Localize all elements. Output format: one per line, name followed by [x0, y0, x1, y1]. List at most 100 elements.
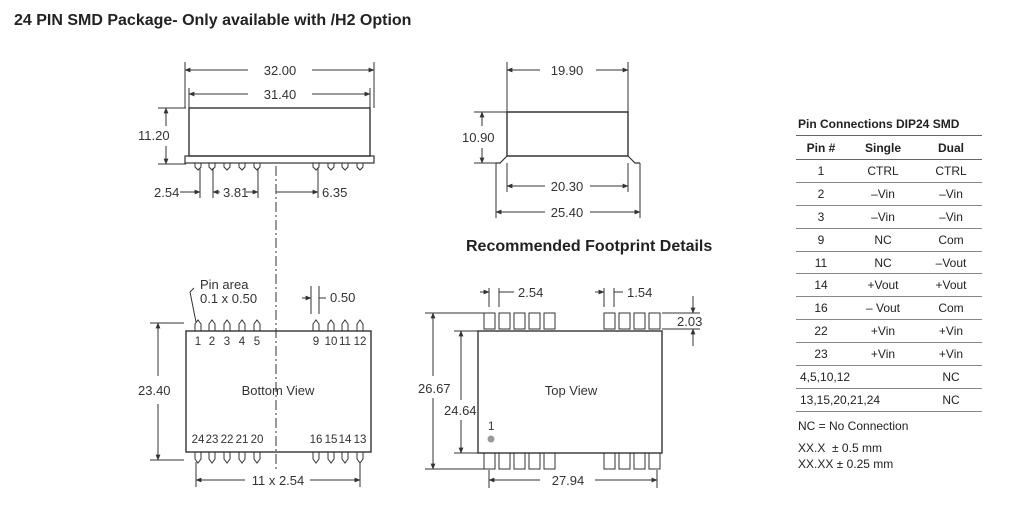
bv-top-pin [312, 319, 320, 331]
pin-table-cell-dual: +Vout [920, 273, 982, 298]
bv-bottom-pin [208, 452, 216, 464]
pin-table-cell-dual: –Vin [920, 182, 982, 206]
fp-bottom-pad [618, 452, 631, 470]
bv-bottom-pin [327, 452, 335, 464]
bv-top-pin-number: 5 [254, 336, 260, 348]
side-dim-mid: 3.81 [223, 185, 248, 200]
bv-bottom-pin-number: 15 [325, 434, 338, 446]
pin-table-cell-single: +Vin [846, 342, 920, 367]
bv-bottom-pin-number: 16 [310, 434, 323, 446]
bv-top-pin [253, 319, 261, 331]
side-dim-height: 11.20 [138, 128, 170, 143]
footprint-view [425, 288, 700, 488]
side-dim-pitch: 2.54 [154, 185, 179, 200]
pin-table-header-single: Single [846, 136, 920, 160]
bv-top-pin-number: 4 [239, 336, 246, 348]
pin-table-cell-pin: 13,15,20,21,24 [796, 388, 920, 412]
bv-bottom-pin-number: 24 [192, 434, 205, 446]
bottom-view [150, 286, 372, 487]
pin-table-cell-single: NC [846, 228, 920, 252]
bv-top-pin-number: 2 [209, 336, 215, 348]
side-pin [223, 163, 231, 171]
pin-table-cell-dual: Com [920, 228, 982, 252]
bv-top-pin [194, 319, 202, 331]
fp-top-pad [513, 312, 526, 330]
page-title: 24 PIN SMD Package- Only available with … [14, 12, 412, 29]
fp-pin1-marker: 1 [488, 421, 494, 433]
fp-top-pad [528, 312, 541, 330]
bv-top-pin-number: 1 [195, 336, 201, 348]
pin-table-cell-single: –Vin [846, 182, 920, 206]
bv-top-pin [238, 319, 246, 331]
end-dim-bottom: 25.40 [551, 205, 584, 220]
bv-top-pin-number: 10 [325, 336, 338, 348]
fp-top-pad [648, 312, 661, 330]
pin-table-row: 14+Vout+Vout [796, 273, 982, 298]
fp-dim-pitch-right: 1.54 [627, 285, 652, 300]
pin-area-value: 0.1 x 0.50 [200, 291, 257, 306]
bv-bottom-pin-number: 23 [206, 434, 219, 446]
bv-top-pin [223, 319, 231, 331]
fp-label: Top View [545, 383, 598, 398]
pin-table-cell-dual: Com [920, 296, 982, 321]
side-dim-right: 6.35 [322, 185, 347, 200]
pin-table-title: Pin Connections DIP24 SMD [796, 117, 982, 136]
side-pin [312, 163, 320, 171]
pin-table-cell-pin: 14 [796, 273, 846, 298]
side-dim-width-outer: 32.00 [264, 63, 297, 78]
bv-dim-pin-width: 0.50 [330, 290, 355, 305]
fp-bottom-pad [603, 452, 616, 470]
pin-table-cell-dual: NC [920, 388, 982, 412]
fp-top-pad [498, 312, 511, 330]
fp-bottom-pad [513, 452, 526, 470]
pin-table-cell-pin: 16 [796, 296, 846, 321]
pin-connections-table: Pin Connections DIP24 SMD Pin # Single D… [796, 117, 982, 472]
bv-bottom-pin-number: 13 [354, 434, 367, 446]
pin-table-cell-pin: 3 [796, 205, 846, 229]
side-pin [208, 163, 216, 171]
pin-table-cell-dual: NC [920, 365, 982, 389]
end-dim-mid: 20.30 [551, 179, 584, 194]
bv-top-pin-number: 11 [339, 336, 351, 348]
pin-table-cell-single: NC [846, 251, 920, 275]
end-dim-top: 19.90 [551, 63, 584, 78]
side-pin [238, 163, 246, 171]
bv-bottom-pin [312, 452, 320, 464]
bv-bottom-pin [341, 452, 349, 464]
side-view [158, 62, 375, 198]
side-pin [356, 163, 364, 171]
pin-table-row: 22+Vin+Vin [796, 319, 982, 344]
fp-dim-outer-height: 26.67 [418, 381, 451, 396]
pin-table-note: NC = No Connection [798, 418, 909, 433]
fp-dim-inner-height: 24.64 [444, 403, 477, 418]
tolerance-2: XX.XX ± 0.25 mm [798, 456, 894, 471]
pin-table-cell-single: CTRL [846, 159, 920, 183]
bv-top-pin [356, 319, 364, 331]
bv-dim-span: 11 x 2.54 [252, 473, 305, 488]
fp-bottom-pad [543, 452, 556, 470]
pin-table-row: 23+Vin+Vin [796, 342, 982, 367]
pin-area-label: Pin area [200, 277, 249, 292]
pin-table-header-pin: Pin # [796, 136, 846, 160]
pin-table-cell-dual: +Vin [920, 342, 982, 367]
pin-table-cell-dual: +Vin [920, 319, 982, 344]
side-pin [327, 163, 335, 171]
fp-top-pad [603, 312, 616, 330]
pin-table-cell-pin: 1 [796, 159, 846, 183]
bv-bottom-pin [194, 452, 202, 464]
bv-bottom-pin [253, 452, 261, 464]
fp-dim-pad-height: 2.03 [677, 314, 702, 329]
pin-table-cell-dual: –Vout [920, 251, 982, 275]
bv-top-pin [208, 319, 216, 331]
bv-top-pin-number: 9 [313, 336, 319, 348]
fp-bottom-pad [633, 452, 646, 470]
fp-top-pad [633, 312, 646, 330]
fp-bottom-pad [483, 452, 496, 470]
pin-table-cell-pin: 4,5,10,12 [796, 365, 920, 389]
pin-table-row: 2–Vin–Vin [796, 182, 982, 206]
end-dim-height: 10.90 [462, 130, 495, 145]
